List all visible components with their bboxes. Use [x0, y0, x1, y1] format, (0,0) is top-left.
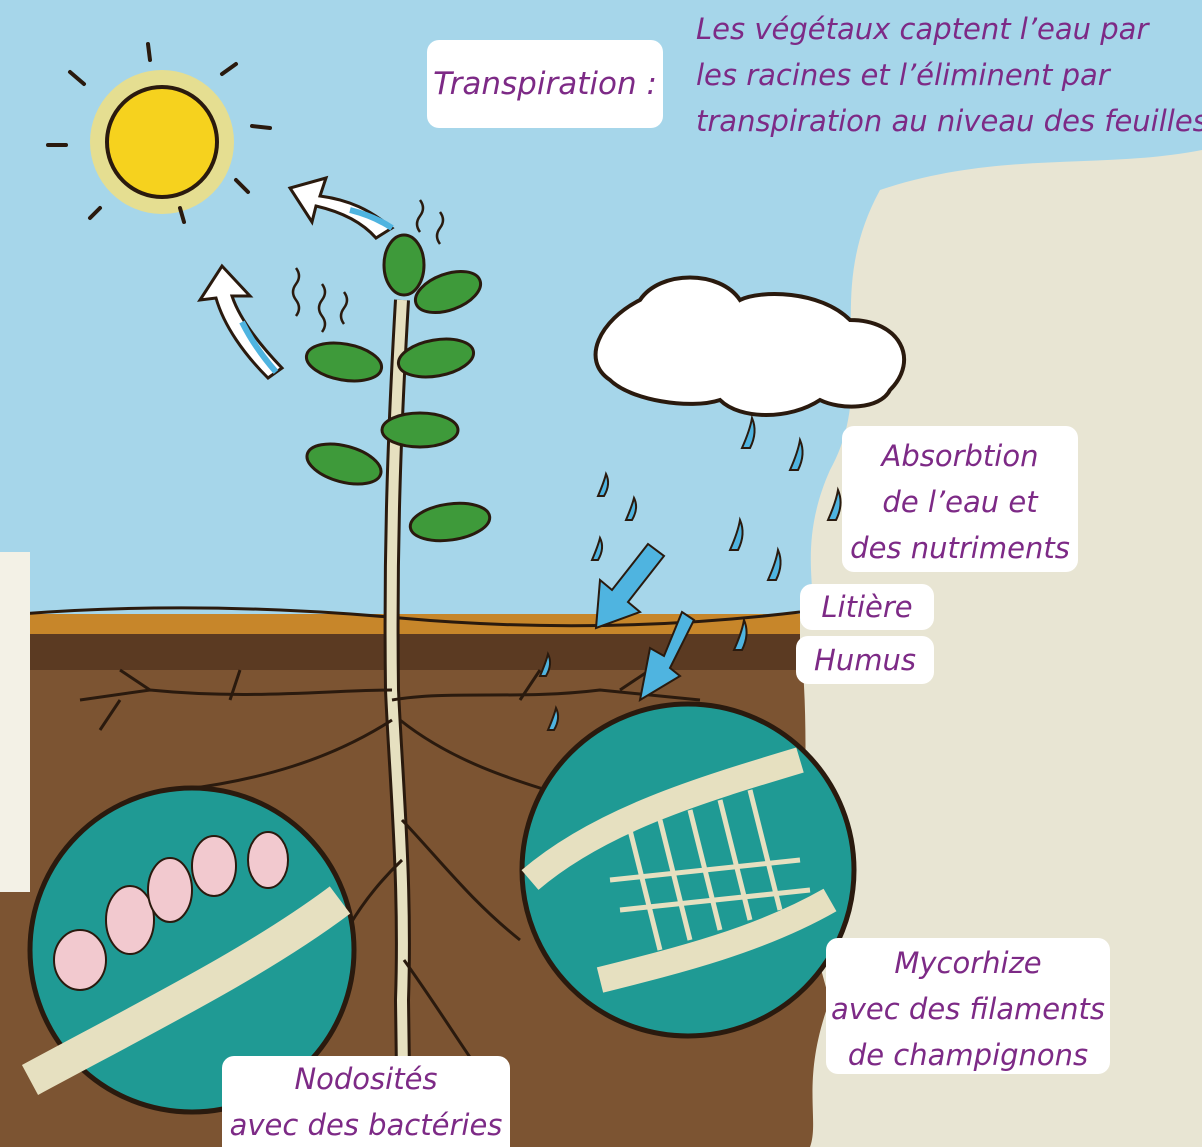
mycorhize-label-line: Mycorhize: [826, 940, 1110, 986]
nodosites-label-line: Nodosités: [222, 1056, 510, 1102]
absorption-label-line: Absorbtion: [842, 433, 1078, 479]
litiere-label: Litière: [800, 584, 934, 630]
humus-label: Humus: [796, 636, 934, 684]
nodosites-label: Nodosités avec des bactéries: [222, 1056, 510, 1147]
absorption-label-line: des nutriments: [842, 525, 1078, 571]
transpiration-description-line: transpiration au niveau des feuilles.: [696, 98, 1196, 144]
mycorrhiza-lens: [522, 704, 854, 1036]
transpiration-description: Les végétaux captent l’eau par les racin…: [696, 6, 1196, 144]
absorption-label-line: de l’eau et: [842, 479, 1078, 525]
nodosites-label-line: avec des bactéries: [222, 1102, 510, 1147]
mycorhize-label: Mycorhize avec des filaments de champign…: [826, 938, 1110, 1074]
transpiration-description-line: Les végétaux captent l’eau par: [696, 6, 1196, 52]
absorption-label: Absorbtion de l’eau et des nutriments: [842, 426, 1078, 572]
transpiration-label-text: Transpiration :: [427, 40, 663, 128]
transpiration-description-line: les racines et l’éliminent par: [696, 52, 1196, 98]
litiere-label-text: Litière: [800, 584, 934, 630]
humus-label-text: Humus: [796, 636, 934, 684]
left-edge-panel: [0, 552, 30, 892]
mycorhize-label-line: de champignons: [826, 1032, 1110, 1078]
transpiration-label: Transpiration :: [427, 40, 663, 128]
mycorhize-label-line: avec des filaments: [826, 986, 1110, 1032]
